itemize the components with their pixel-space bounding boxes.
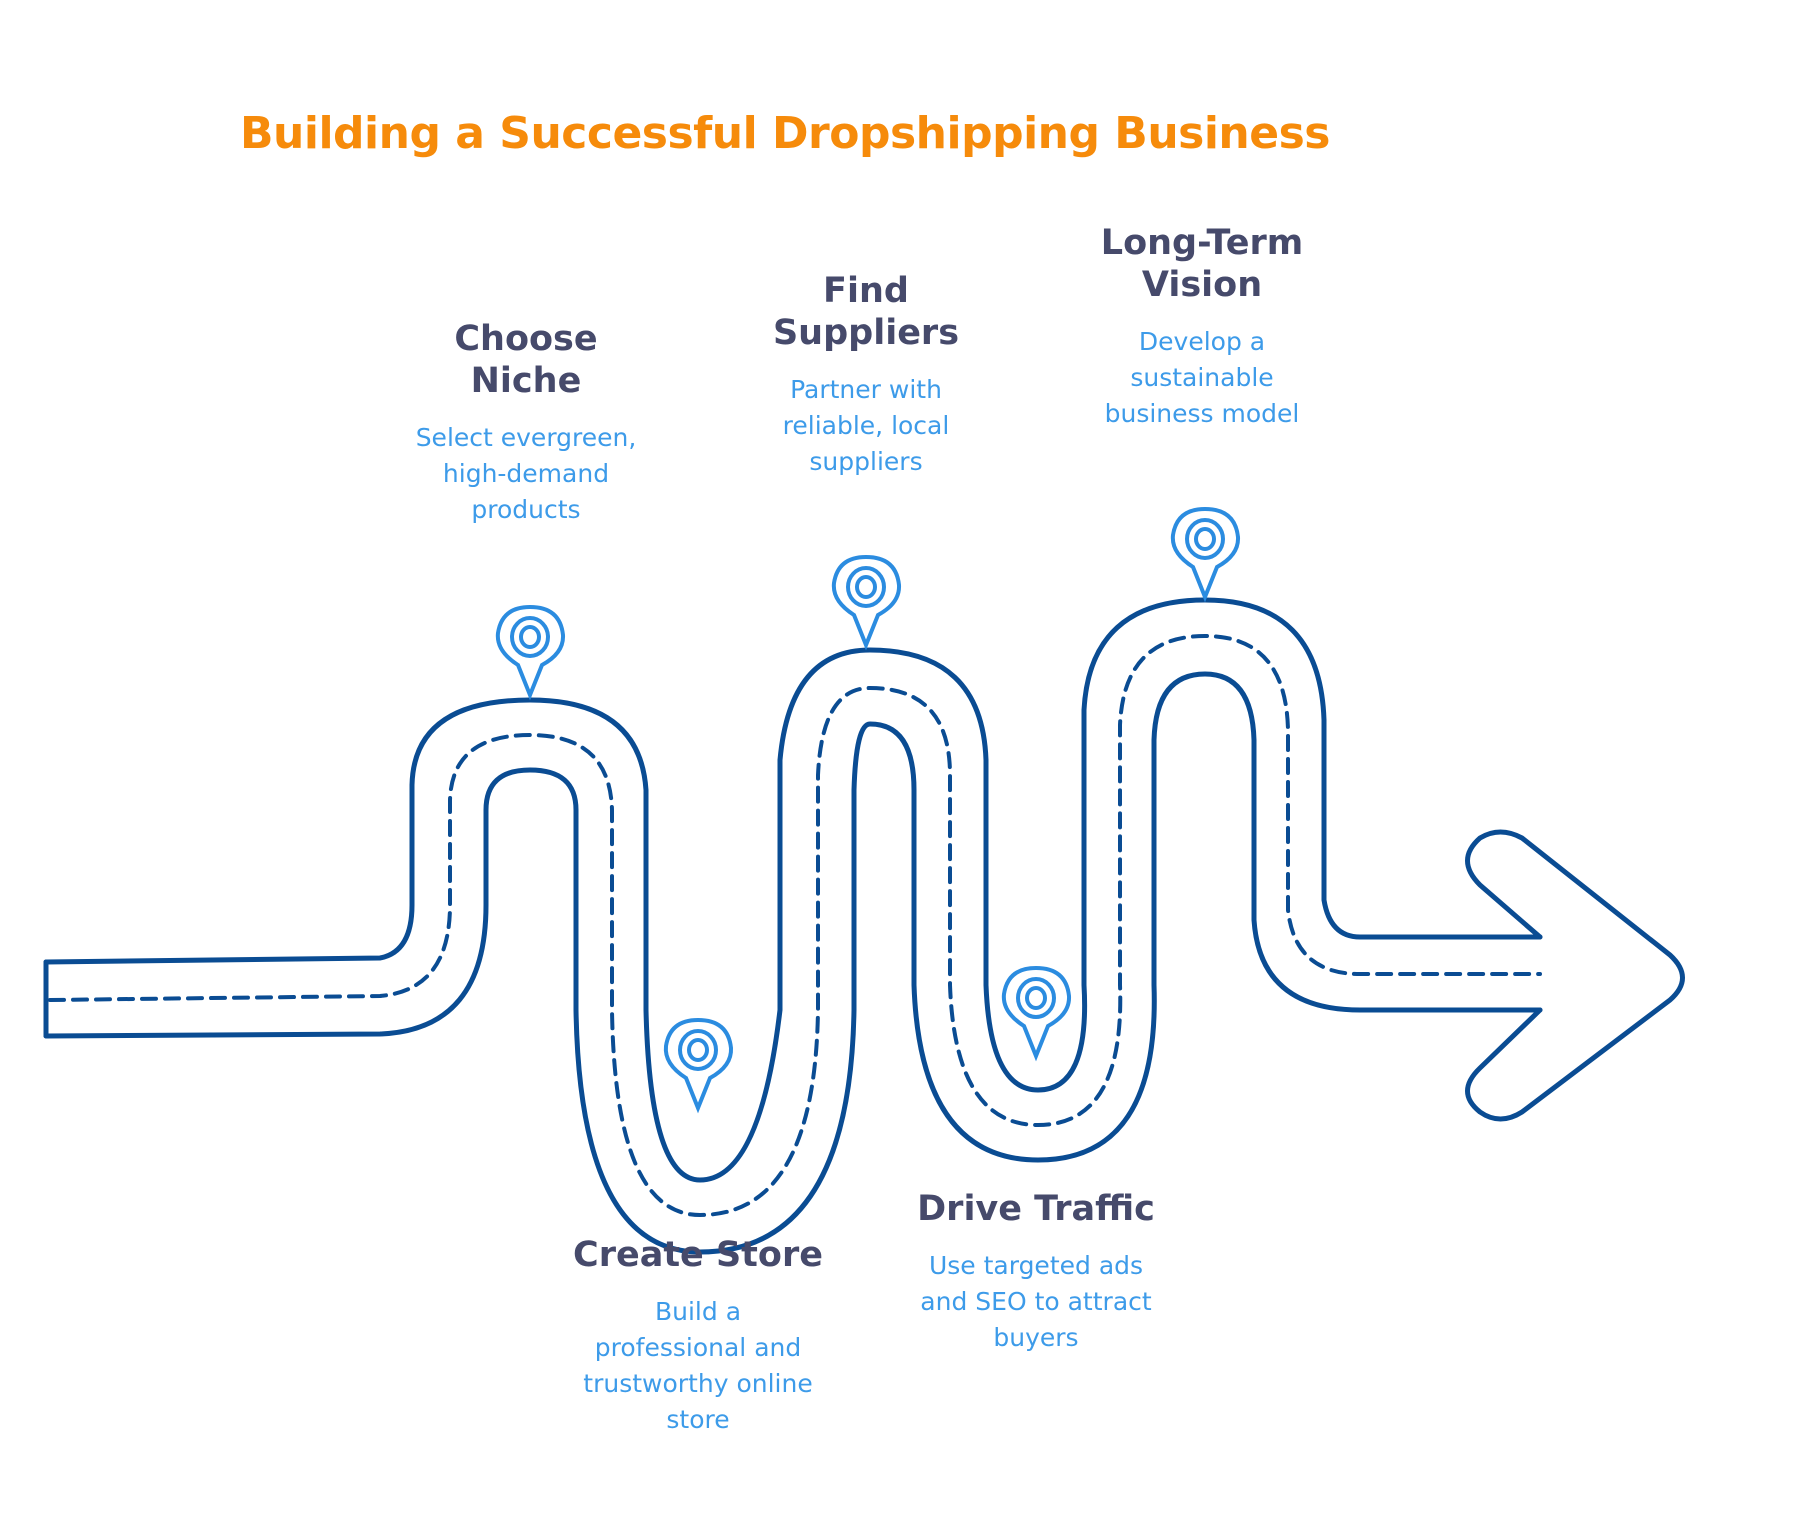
step-description: Partner with reliable, local suppliers [782, 375, 950, 476]
map-pin-icon [663, 1017, 734, 1114]
step-find-suppliers: Find Suppliers Partner with reliable, lo… [716, 270, 1016, 480]
road-outer-edge-2 [43, 671, 1543, 1255]
step-create-store: Create Store Build a professional and tr… [548, 1234, 848, 1438]
map-pin-icon [831, 554, 902, 651]
map-pin-icon [1170, 506, 1241, 603]
page-title: Building a Successful Dropshipping Busin… [240, 108, 1330, 159]
step-choose-niche: Choose Niche Select evergreen, high-dema… [376, 318, 676, 528]
step-title: Drive Traffic [917, 1189, 1155, 1229]
map-pin-icon [495, 604, 566, 701]
step-description: Use targeted ads and SEO to attract buye… [920, 1251, 1152, 1352]
arrow-head [1465, 829, 1685, 1122]
step-long-term-vision: Long-Term Vision Develop a sustainable b… [1052, 222, 1352, 432]
step-title: Find Suppliers [772, 271, 960, 353]
step-drive-traffic: Drive Traffic Use targeted ads and SEO t… [886, 1188, 1186, 1356]
step-title: Long-Term Vision [1100, 223, 1304, 305]
step-description: Develop a sustainable business model [1104, 327, 1300, 428]
map-pin-icon [1001, 965, 1072, 1062]
step-description: Select evergreen, high-demand products [415, 423, 637, 524]
step-title: Choose Niche [454, 319, 598, 401]
road-center-line [48, 634, 1542, 1217]
step-description: Build a professional and trustworthy onl… [583, 1297, 813, 1434]
step-title: Create Store [573, 1235, 823, 1275]
road-outer-edge [43, 597, 1543, 1183]
